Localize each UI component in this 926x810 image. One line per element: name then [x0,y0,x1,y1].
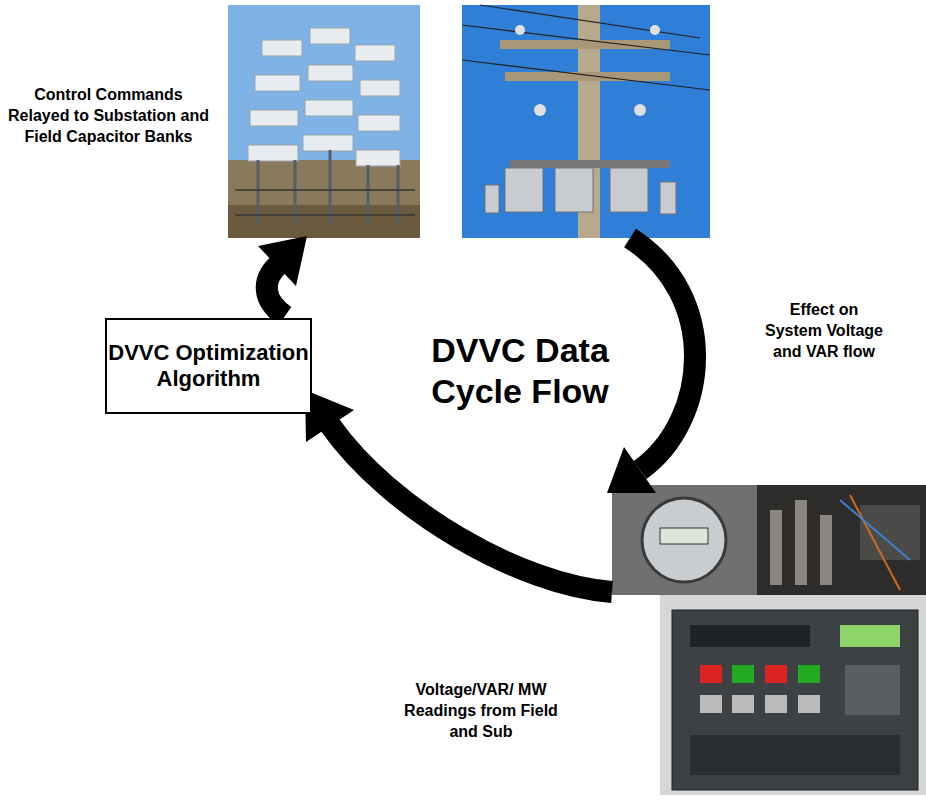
capacitor-bank-photo [228,5,420,238]
process-box: DVVC Optimization Algorithm [105,318,312,414]
box-label: DVVC Optimization Algorithm [107,340,310,393]
field-sensor-photos [612,485,926,795]
box-text: DVVC Optimization Algorithm [107,340,310,393]
cycle-arrows [258,236,695,592]
arrow-label: Control Commands Relayed to Substation a… [6,85,211,147]
pole-capacitor-photo [462,5,710,238]
arrow-label: Voltage/VAR/ MW Readings from Field and … [392,680,570,742]
arrow-label: Effect on System Voltage and VAR flow [762,300,886,362]
diagram-title: DVVC Data Cycle Flow [395,330,645,412]
